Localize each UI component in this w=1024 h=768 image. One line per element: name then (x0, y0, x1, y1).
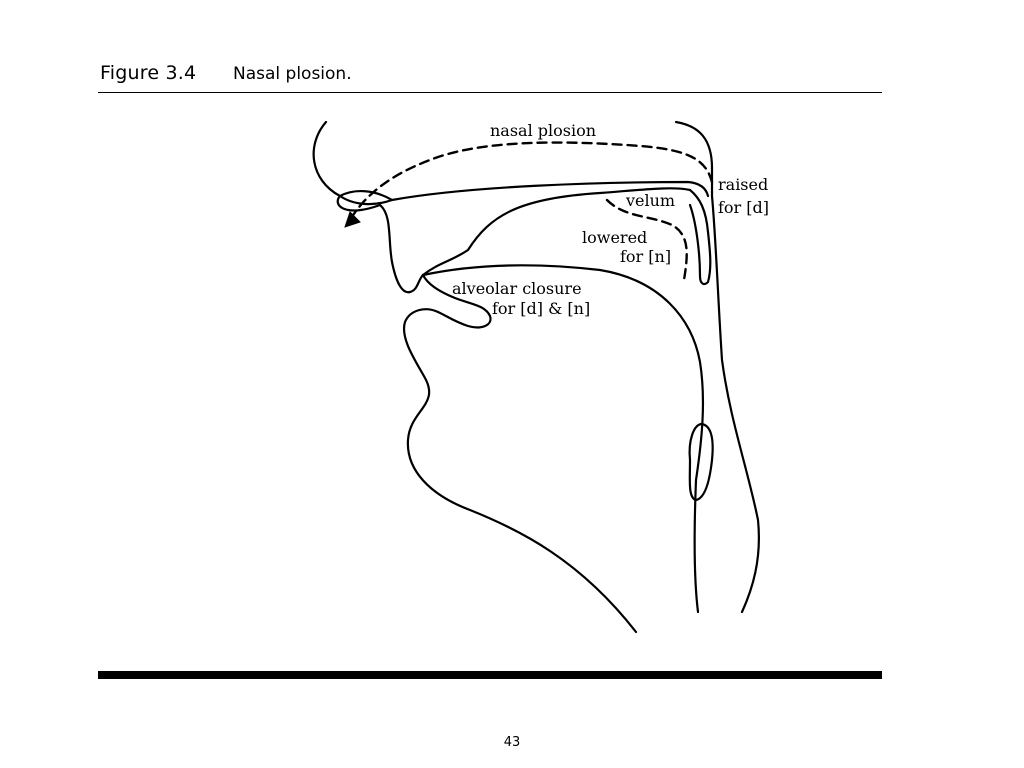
nasal-plosion-arrow (348, 141, 714, 222)
label-lowered-line1: lowered (582, 228, 647, 247)
label-nasal-plosion: nasal plosion (490, 121, 596, 140)
upper-lip (378, 203, 425, 294)
nostril-outline (338, 190, 394, 206)
nose-outline (312, 120, 382, 212)
figure-header: Figure 3.4 Nasal plosion. (98, 58, 882, 93)
lower-lip-chin (402, 308, 638, 634)
figure-number: Figure 3.4 (100, 62, 197, 84)
label-alveolar-line2: for [d] & [n] (492, 299, 590, 318)
palate-arch (421, 187, 692, 277)
velum-raised (688, 188, 712, 286)
label-raised-line1: raised (718, 175, 768, 194)
label-raised-line2: for [d] (718, 198, 769, 217)
label-velum: velum (625, 191, 675, 210)
label-lowered-line2: for [n] (620, 247, 671, 266)
epiglottis (688, 422, 714, 502)
pharynx-back-wall (674, 120, 760, 614)
velum-lowered (605, 198, 688, 282)
bottom-rule (98, 671, 882, 679)
nasal-cavity-top (390, 180, 710, 202)
label-alveolar-line1: alveolar closure (452, 279, 582, 298)
tongue-surface (421, 264, 705, 614)
arrowhead (344, 211, 361, 228)
figure-caption: Nasal plosion. (233, 64, 352, 84)
page-number: 43 (503, 735, 521, 750)
tongue-tip (421, 273, 492, 329)
